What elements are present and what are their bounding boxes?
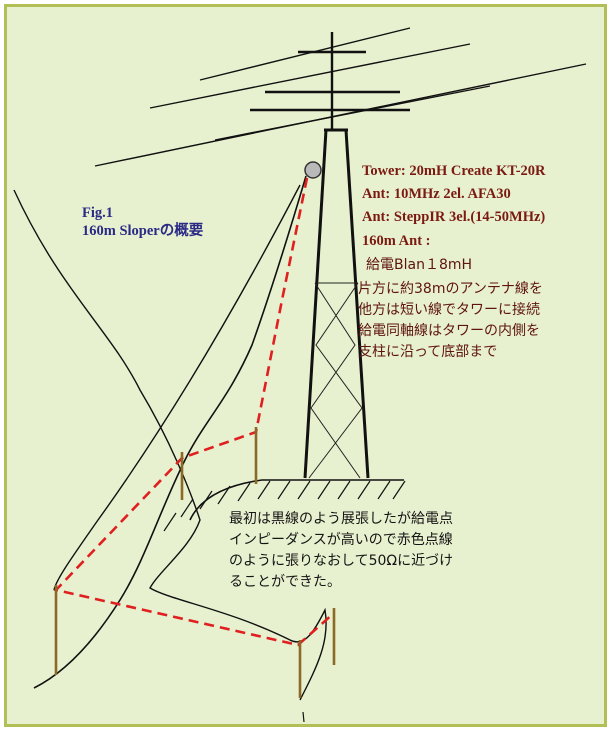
spec-note-3: 給電同軸線はタワーの内側を bbox=[358, 323, 540, 339]
ground-line bbox=[189, 479, 404, 521]
figure-subtitle: 160m Sloperの概要 bbox=[82, 223, 204, 239]
yagi-element-4 bbox=[94, 63, 587, 167]
ground bbox=[163, 479, 406, 532]
spec-ant-steppir: Ant: SteppIR 3el.(14-50MHz) bbox=[362, 209, 546, 225]
feed-point-insulator bbox=[304, 161, 322, 179]
yagi-elements bbox=[94, 27, 587, 167]
spec-feed-height: 給電Blan１8mH bbox=[366, 257, 473, 273]
bottom-note-3: のように張りなおして50Ωに近づけ bbox=[229, 553, 454, 569]
yagi-element-1 bbox=[199, 27, 411, 81]
spec-ant-10mhz: Ant: 10MHz 2el. AFA30 bbox=[362, 186, 511, 202]
spec-note-4: 支柱に沿って底部まで bbox=[358, 344, 498, 360]
original-black-wire bbox=[33, 175, 307, 689]
lattice-zig-right bbox=[308, 282, 363, 479]
spec-note-1: 片方に約38mのアンテナ線を bbox=[358, 281, 543, 297]
lattice-zig-left bbox=[310, 282, 361, 479]
figure-title: Fig.1 bbox=[82, 205, 114, 221]
bottom-mark bbox=[302, 711, 305, 723]
tower-body bbox=[303, 128, 370, 479]
terrain-line bbox=[13, 189, 327, 701]
support-poles bbox=[54, 427, 336, 698]
figure-panel bbox=[4, 4, 607, 727]
tower-left-leg bbox=[303, 129, 328, 479]
tower-mast bbox=[250, 32, 410, 130]
bottom-note-2: インピーダンスが高いので赤色点線 bbox=[229, 532, 453, 548]
spec-160m-ant: 160m Ant : bbox=[362, 233, 431, 249]
bottom-note-1: 最初は黒線のよう展張したが給電点 bbox=[229, 511, 453, 527]
spec-tower: Tower: 20mH Create KT-20R bbox=[362, 163, 546, 179]
slope-line bbox=[53, 184, 301, 591]
bottom-note-4: ることができた。 bbox=[229, 574, 341, 590]
tower-right-leg bbox=[344, 129, 370, 479]
yagi-element-2 bbox=[149, 43, 471, 109]
ground-hatching bbox=[163, 480, 406, 532]
tower-lattice bbox=[308, 282, 363, 479]
spec-note-2: 他方は短い線でタワーに接続 bbox=[358, 302, 540, 318]
